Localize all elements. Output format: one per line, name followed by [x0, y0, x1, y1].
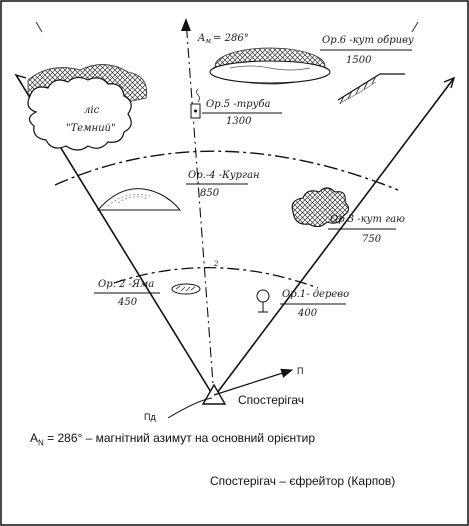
forest-label-line2: "Темний" — [66, 123, 116, 134]
pipe-symbol — [190, 88, 201, 119]
op5-distance: 1300 — [226, 116, 252, 127]
op6-label: Ор.6 -кут обриву — [322, 35, 414, 46]
pit-symbol — [171, 283, 201, 295]
forest-symbol — [27, 64, 147, 151]
azimuth-legend: AN = 286° – магнітний азимут на основний… — [30, 431, 316, 448]
far-range-arc — [54, 150, 399, 191]
cliff-area-symbol — [209, 47, 331, 85]
mound-symbol — [96, 188, 182, 211]
tick-mark — [411, 21, 419, 33]
right-ray-arrowhead — [443, 76, 456, 89]
op2-label: Ор. 2 -Яма — [98, 279, 154, 290]
forest-label-line1: ліс — [84, 105, 100, 116]
tree-symbol — [256, 289, 270, 313]
direction-arrow-pd — [167, 397, 213, 419]
observer-legend: Спостерігач – єфрейтор (Карпов) — [210, 474, 396, 488]
op4-distance: 850 — [200, 188, 220, 199]
op4-label: Ор.-4 -Курган — [188, 170, 260, 181]
direction-p-label: П — [297, 366, 303, 376]
op2-distance: 450 — [117, 297, 138, 308]
tick-mark — [35, 21, 43, 33]
ring-marker: 2 — [213, 260, 219, 268]
right-boundary-ray — [213, 77, 455, 398]
cliff-edge-symbol — [337, 73, 405, 105]
op1-distance: 400 — [297, 308, 318, 319]
direction-arrow-p — [213, 368, 294, 396]
op3-label: Ор.3 -кут гаю — [330, 214, 405, 225]
left-ray-arrowhead — [14, 73, 27, 85]
op3-distance: 750 — [362, 234, 382, 245]
grove-corner-symbol — [291, 187, 350, 228]
direction-pd-label: Пд — [144, 412, 156, 422]
op1-label: Ор.1- дерево — [282, 289, 349, 300]
observer-label: Спостерігач — [238, 393, 304, 407]
near-range-arc — [113, 267, 319, 289]
azimuth-label: Aм= 286° — [197, 33, 249, 45]
op6-distance: 1500 — [346, 55, 372, 66]
op5-label: Ор.5 -труба — [206, 99, 270, 110]
azimuth-arrowhead — [181, 18, 191, 31]
azimuth-line — [185, 19, 215, 398]
